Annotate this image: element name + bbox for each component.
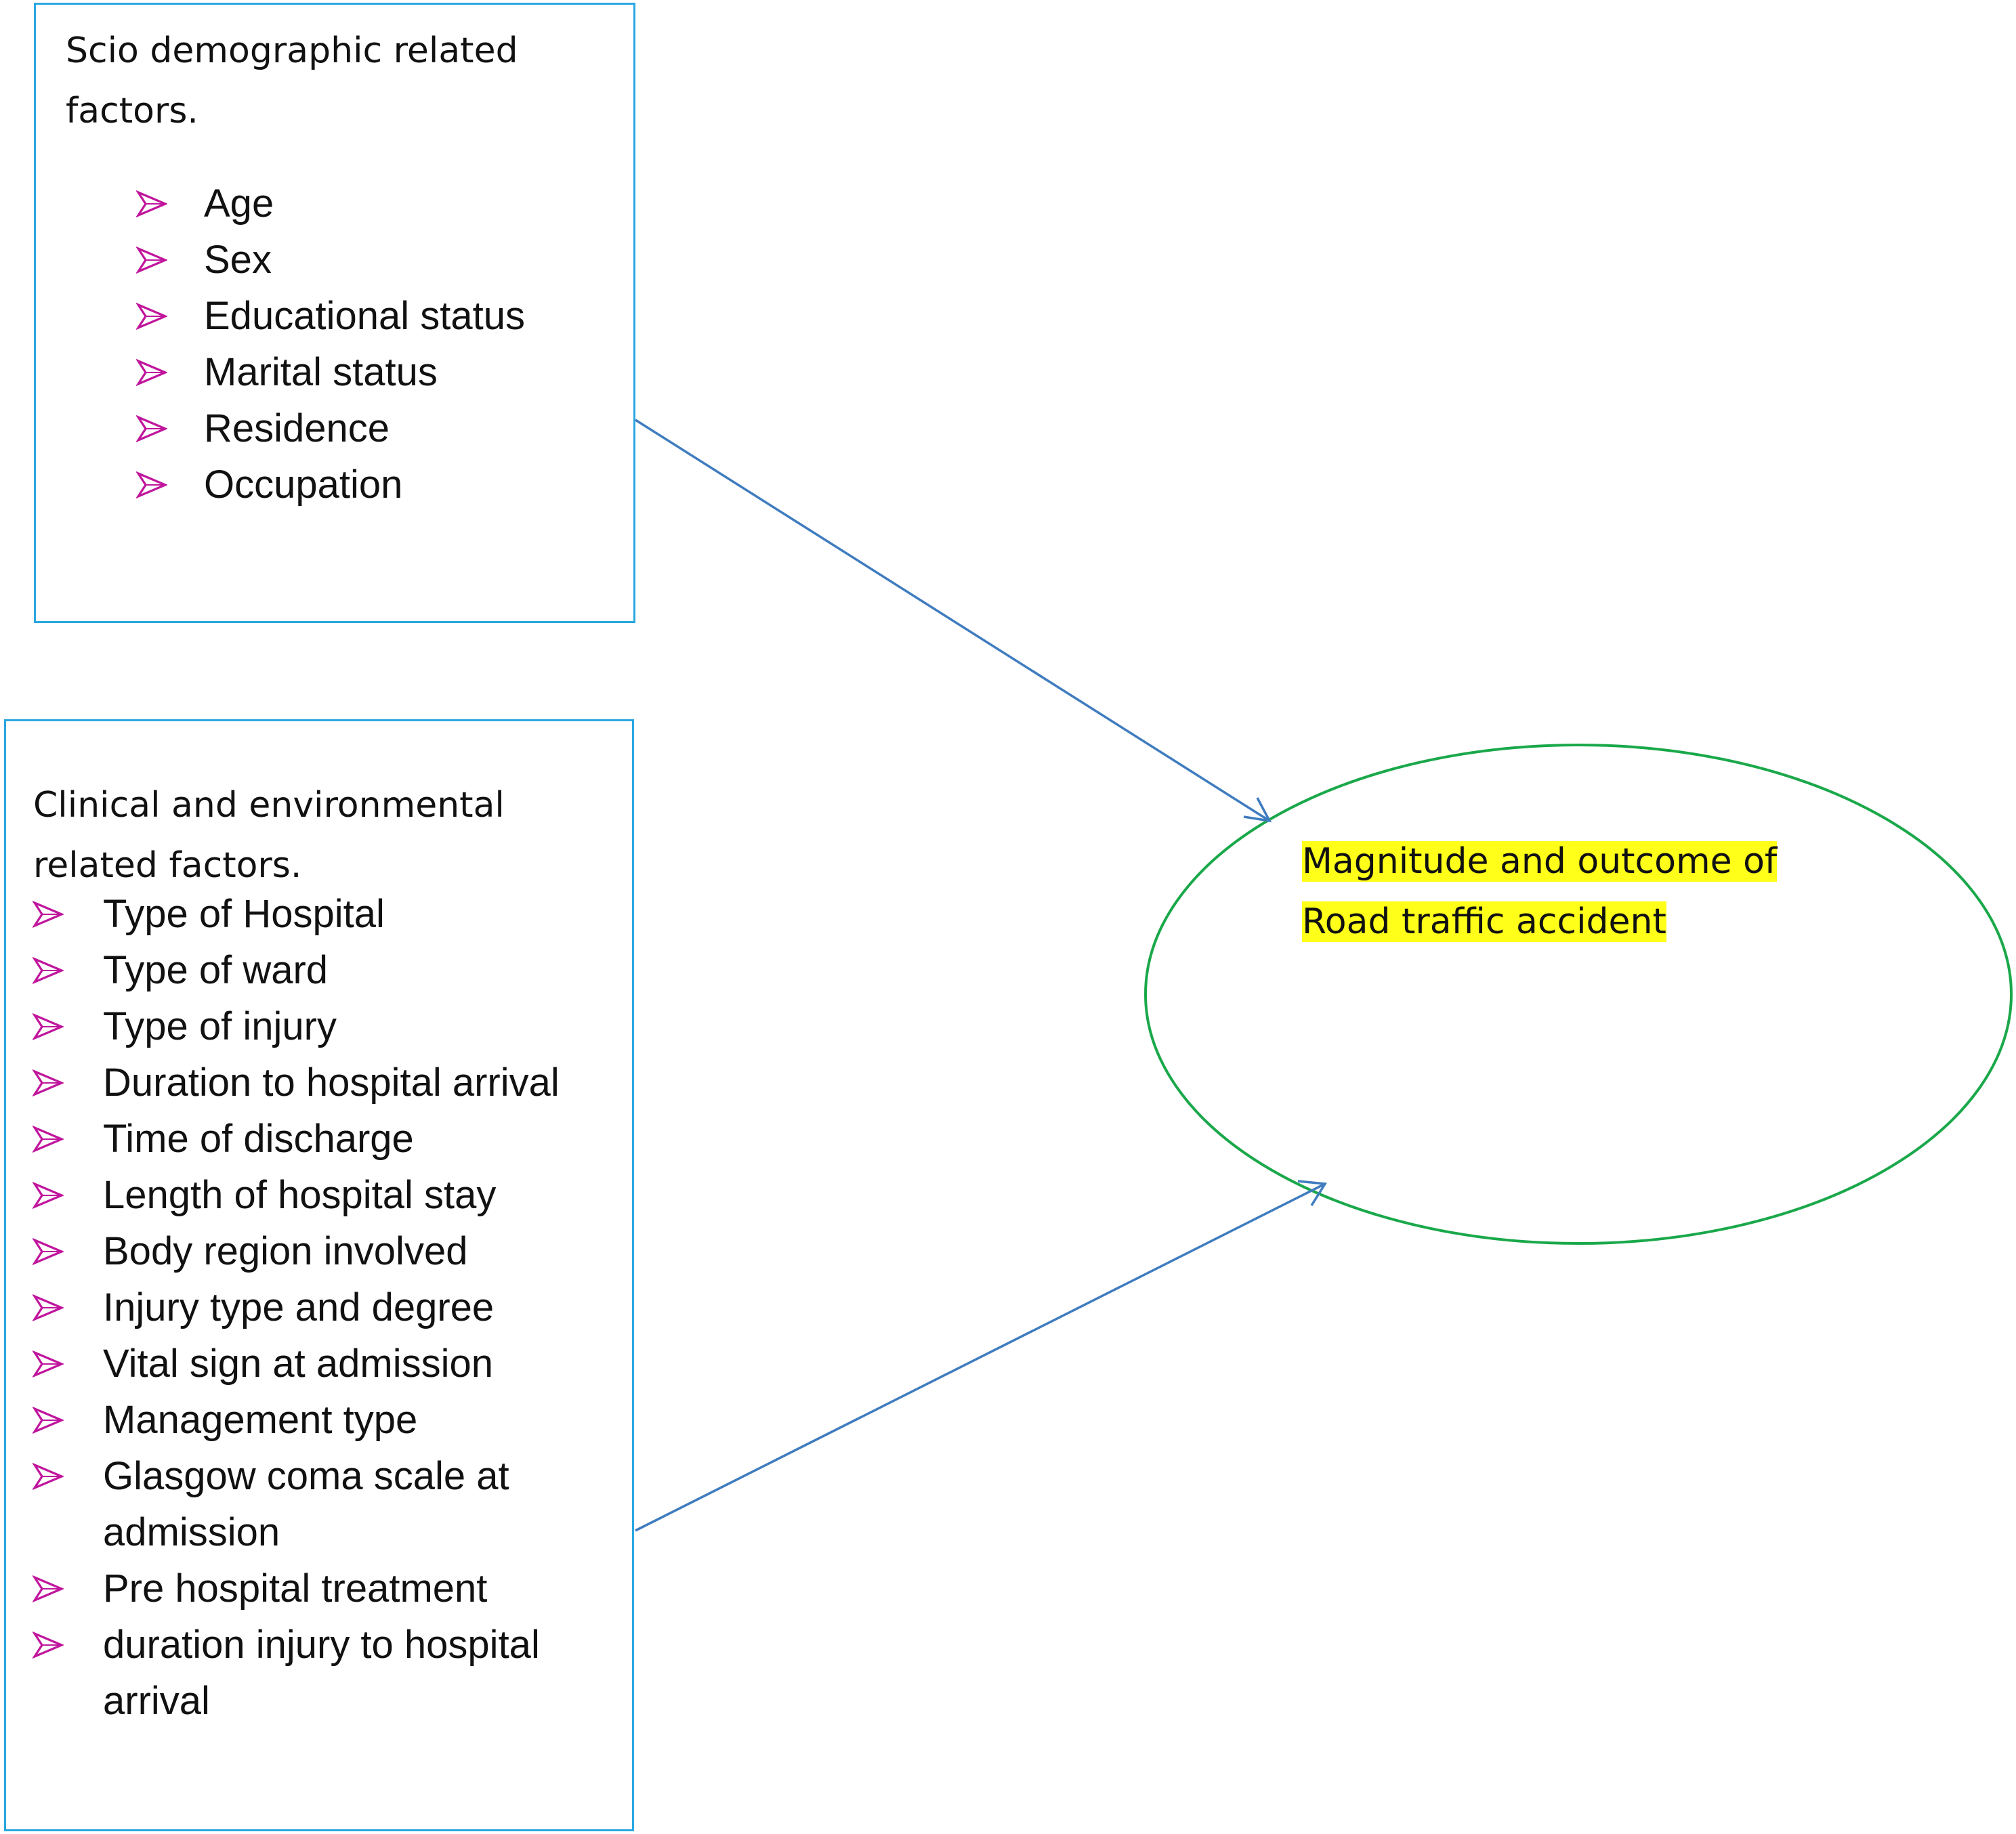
bullet-text: Injury type and degree: [103, 1285, 495, 1329]
arrowhead-bullet-icon: [136, 190, 167, 217]
bullet-item: Type of Hospital: [33, 886, 615, 942]
bullet-item: Duration to hospital arrival: [33, 1054, 615, 1111]
bullet-item: Residence: [136, 400, 610, 456]
bullet-text: Educational status: [204, 294, 525, 338]
arrowhead-bullet-icon: [33, 1350, 64, 1378]
bullet-text: Marital status: [204, 350, 438, 394]
connector-clinical-arrowhead: [1297, 1180, 1327, 1206]
bullet-text: Time of discharge: [103, 1117, 414, 1161]
arrowhead-bullet-icon: [33, 1407, 64, 1434]
arrowhead-bullet-icon: [33, 1294, 64, 1321]
bullet-item: Type of ward: [33, 942, 615, 998]
bullet-item: Sex: [136, 232, 610, 288]
clinical-environmental-heading: Clinical and environmental related facto…: [33, 785, 505, 886]
arrowhead-bullet-icon: [136, 359, 167, 386]
bullet-item: Occupation: [136, 456, 610, 513]
arrowhead-bullet-icon: [33, 1575, 64, 1602]
bullet-item: Time of discharge: [33, 1111, 615, 1167]
connector-socio-arrowhead: [1243, 797, 1272, 823]
bullet-text: Glasgow coma scale at admission: [103, 1454, 509, 1554]
bullet-item: Pre hospital treatment: [33, 1560, 615, 1617]
arrowhead-bullet-icon: [136, 303, 167, 330]
arrowhead-bullet-icon: [136, 471, 167, 498]
arrowhead-bullet-icon: [33, 1632, 64, 1659]
bullet-text: Management type: [103, 1398, 418, 1442]
bullet-text: Body region involved: [103, 1229, 468, 1273]
connector-clinical-to-outcome: [635, 1182, 1326, 1532]
arrowhead-bullet-icon: [136, 247, 167, 274]
arrowhead-bullet-icon: [136, 415, 167, 442]
bullet-item: Marital status: [136, 344, 610, 400]
bullet-item: Length of hospital stay: [33, 1167, 615, 1223]
bullet-text: duration injury to hospital arrival: [103, 1623, 540, 1723]
bullet-text: Residence: [204, 406, 390, 450]
bullet-text: Sex: [204, 238, 272, 282]
clinical-environmental-factors-box: Clinical and environmental related facto…: [4, 719, 634, 1831]
bullet-text: Vital sign at admission: [103, 1342, 494, 1386]
bullet-text: Type of injury: [103, 1004, 337, 1048]
outcome-label-text: Magnitude and outcome of Road traffic ac…: [1302, 841, 1778, 942]
arrowhead-bullet-icon: [33, 1238, 64, 1265]
bullet-item: Vital sign at admission: [33, 1336, 615, 1392]
bullet-text: Duration to hospital arrival: [103, 1061, 560, 1105]
bullet-item: Age: [136, 175, 610, 232]
arrowhead-bullet-icon: [33, 1463, 64, 1490]
arrowhead-bullet-icon: [33, 901, 64, 928]
bullet-item: Injury type and degree: [33, 1279, 615, 1336]
socio-demographic-heading: Scio demographic related factors.: [66, 30, 518, 131]
arrowhead-bullet-icon: [33, 1126, 64, 1153]
bullet-item: duration injury to hospital arrival: [33, 1617, 615, 1729]
bullet-text: Type of ward: [103, 948, 329, 992]
arrowhead-bullet-icon: [33, 957, 64, 984]
bullet-item: Glasgow coma scale at admission: [33, 1448, 615, 1560]
bullet-item: Type of injury: [33, 998, 615, 1054]
arrowhead-bullet-icon: [33, 1013, 64, 1040]
bullet-text: Age: [204, 182, 274, 226]
bullet-text: Length of hospital stay: [103, 1173, 497, 1217]
outcome-label: Magnitude and outcome of Road traffic ac…: [1302, 832, 1817, 952]
bullet-item: Management type: [33, 1392, 615, 1448]
arrowhead-bullet-icon: [33, 1182, 64, 1209]
outcome-ellipse: [1144, 744, 2013, 1245]
bullet-text: Occupation: [204, 463, 403, 507]
bullet-item: Body region involved: [33, 1223, 615, 1279]
bullet-text: Type of Hospital: [103, 892, 385, 936]
bullet-item: Educational status: [136, 288, 610, 344]
connector-socio-to-outcome: [635, 419, 1270, 822]
bullet-text: Pre hospital treatment: [103, 1566, 488, 1611]
arrowhead-bullet-icon: [33, 1069, 64, 1096]
